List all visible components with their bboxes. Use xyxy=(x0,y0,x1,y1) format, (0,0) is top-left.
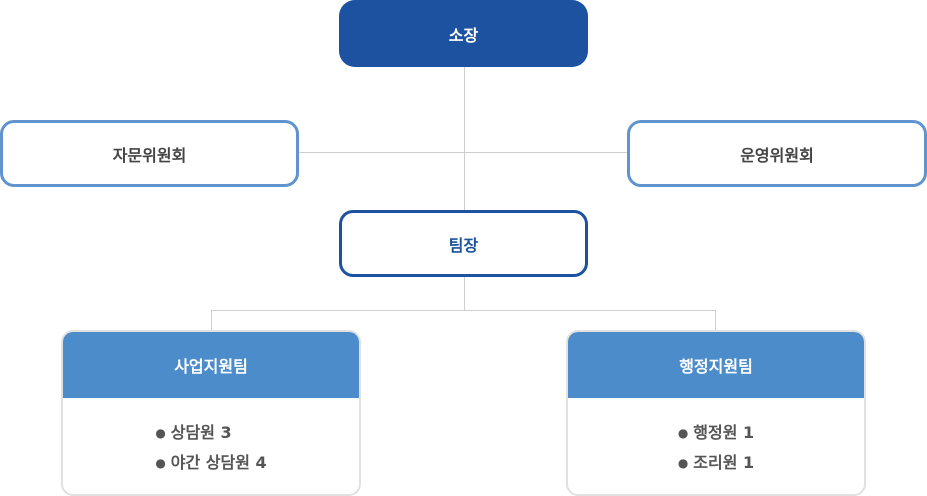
team-card-business-support: 사업지원팀 ●상담원 3 ●야간 상담원 4 xyxy=(61,330,361,496)
steering-committee-label: 운영위원회 xyxy=(740,145,814,165)
list-item: ●조리원 1 xyxy=(678,448,754,478)
connector-team-right xyxy=(715,310,716,330)
connector-leader-trunk xyxy=(464,276,465,310)
bullet-icon: ● xyxy=(155,426,166,440)
director-node: 소장 xyxy=(339,0,588,67)
list-item: ●상담원 3 xyxy=(155,418,231,448)
advisory-committee-node: 자문위원회 xyxy=(0,120,299,187)
connector-team-left xyxy=(211,310,212,330)
connector-committees xyxy=(298,152,628,153)
team-leader-label: 팀장 xyxy=(448,235,479,255)
bullet-icon: ● xyxy=(677,426,689,440)
bullet-icon: ● xyxy=(155,456,166,470)
steering-committee-node: 운영위원회 xyxy=(627,120,927,187)
advisory-committee-label: 자문위원회 xyxy=(112,145,187,165)
team-member-list: ●상담원 3 ●야간 상담원 4 xyxy=(63,398,359,478)
team-name: 행정지원팀 xyxy=(679,357,753,376)
connector-teams-horizontal xyxy=(211,310,716,311)
bullet-icon: ● xyxy=(677,456,689,470)
team-member-list: ●행정원 1 ●조리원 1 xyxy=(568,398,864,478)
list-item: ●야간 상담원 4 xyxy=(155,448,266,478)
team-leader-node: 팀장 xyxy=(339,210,588,277)
team-title: 사업지원팀 xyxy=(63,332,359,398)
director-label: 소장 xyxy=(448,25,479,45)
connector-director-trunk xyxy=(464,66,465,212)
team-card-admin-support: 행정지원팀 ●행정원 1 ●조리원 1 xyxy=(566,330,866,496)
team-title: 행정지원팀 xyxy=(568,332,864,398)
team-name: 사업지원팀 xyxy=(174,357,248,376)
list-item: ●행정원 1 xyxy=(678,418,754,448)
